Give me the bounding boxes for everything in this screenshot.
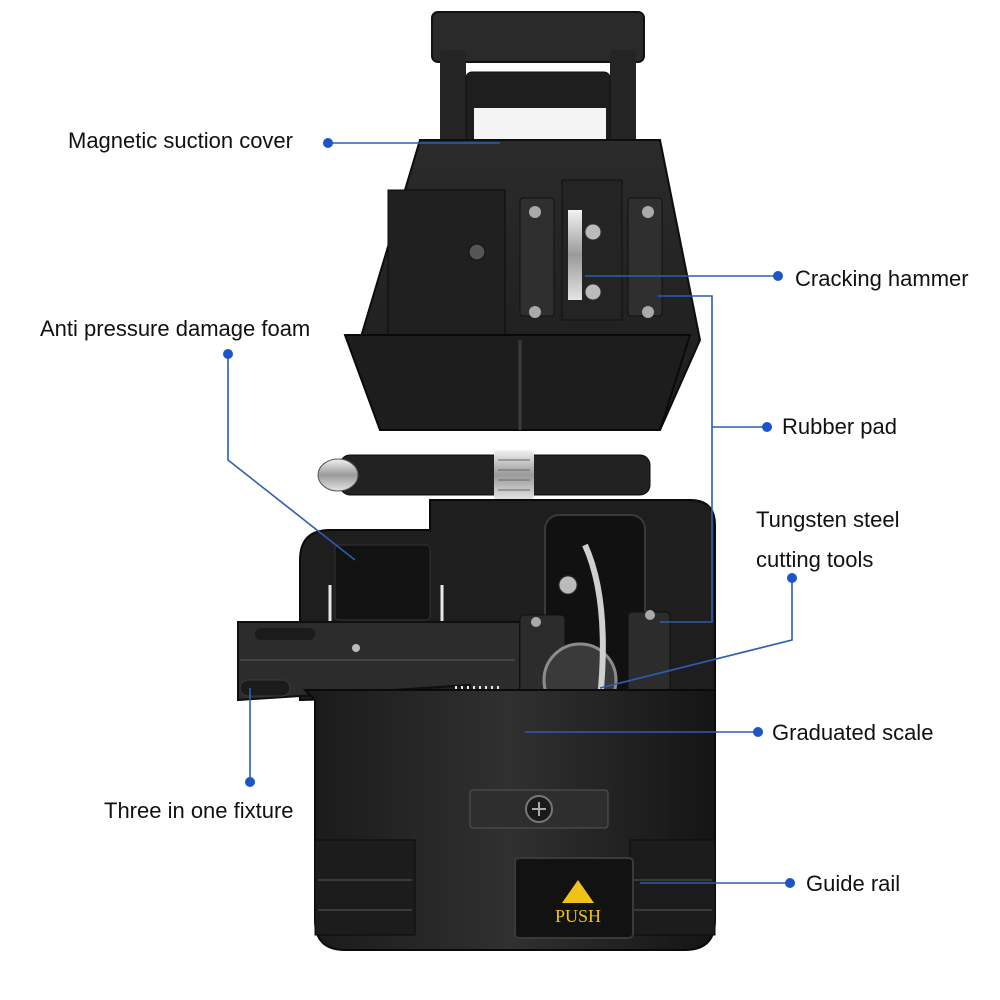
label-cracking-hammer: Cracking hammer <box>795 266 969 291</box>
label-graduated-scale: Graduated scale <box>772 720 934 745</box>
dot-three-in-one <box>245 777 255 787</box>
dot-anti-foam <box>223 349 233 359</box>
leader-tungsten <box>599 578 793 689</box>
leader-anti-foam <box>227 354 356 561</box>
callout-dots <box>223 138 797 888</box>
hammer-assembly <box>519 179 663 321</box>
push-label: PUSH <box>555 906 601 926</box>
label-magnetic-suction-cover: Magnetic suction cover <box>68 128 293 153</box>
dot-magnetic-cover <box>323 138 333 148</box>
dot-guide-rail <box>785 878 795 888</box>
dot-rubber-pad <box>762 422 772 432</box>
hinge <box>317 450 651 500</box>
fixture-plate <box>237 621 521 702</box>
dot-cracking-hammer <box>773 271 783 281</box>
dot-graduated-scale <box>753 727 763 737</box>
dot-tungsten <box>787 573 797 583</box>
label-three-in-one-fixture: Three in one fixture <box>104 798 294 823</box>
leader-lines <box>227 142 793 884</box>
main-body <box>302 689 716 951</box>
label-guide-rail: Guide rail <box>806 871 901 896</box>
label-rubber-pad: Rubber pad <box>782 414 897 439</box>
foam-block <box>328 544 444 634</box>
label-tungsten-steel-cutting-tools: Tungsten steel cutting tools <box>756 507 900 572</box>
leader-rubber-pad <box>658 295 713 623</box>
label-anti-pressure-damage-foam: Anti pressure damage foam <box>40 316 311 341</box>
push-button: PUSH <box>514 857 634 939</box>
